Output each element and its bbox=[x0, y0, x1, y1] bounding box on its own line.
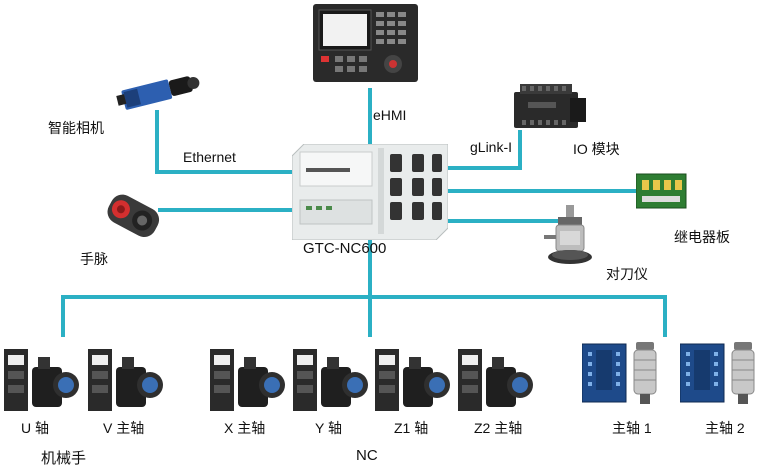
io-link-label: gLink-I bbox=[470, 139, 513, 155]
axis-label-z2: Z2 主轴 bbox=[474, 420, 523, 436]
controller-image bbox=[292, 144, 448, 240]
axis-label-v: V 主轴 bbox=[103, 420, 145, 436]
axis-label-spindle-2: 主轴 2 bbox=[705, 420, 745, 436]
spindle-set-1 bbox=[582, 342, 657, 404]
servo-set-z1 bbox=[375, 349, 450, 411]
hmi-label: eHMI bbox=[373, 107, 407, 123]
axis-label-spindle-1: 主轴 1 bbox=[612, 420, 652, 436]
relay-board-label: 继电器板 bbox=[674, 229, 730, 245]
axis-label-x: X 主轴 bbox=[224, 420, 266, 436]
axis-label-z1: Z1 轴 bbox=[394, 420, 429, 436]
spindle-set-2 bbox=[680, 342, 755, 404]
handwheel-image bbox=[107, 194, 160, 238]
servo-set-z2 bbox=[458, 349, 533, 411]
io-wire bbox=[444, 130, 522, 170]
axis-label-u: U 轴 bbox=[21, 420, 49, 436]
tool-setter-label: 对刀仪 bbox=[606, 266, 648, 282]
io-module-image bbox=[514, 84, 586, 128]
servo-set-y bbox=[293, 349, 368, 411]
tool-setter-image bbox=[544, 205, 592, 264]
controller-label: GTC-NC600 bbox=[303, 240, 387, 257]
servo-set-u bbox=[4, 349, 79, 411]
handwheel-label: 手脉 bbox=[80, 251, 108, 267]
smart-camera-image bbox=[116, 76, 200, 110]
io-module-label: IO 模块 bbox=[573, 141, 620, 157]
camera-wire bbox=[155, 110, 298, 174]
servo-set-v bbox=[88, 349, 163, 411]
servo-set-x bbox=[210, 349, 285, 411]
axis-label-y: Y 轴 bbox=[315, 420, 342, 436]
group-label-nc: NC bbox=[356, 447, 378, 464]
group-label-robot: 机械手 bbox=[41, 450, 87, 467]
ethernet-label: Ethernet bbox=[183, 149, 236, 165]
relay-board-image bbox=[636, 173, 687, 209]
hmi-panel-image bbox=[313, 4, 418, 82]
camera-label: 智能相机 bbox=[48, 120, 104, 136]
